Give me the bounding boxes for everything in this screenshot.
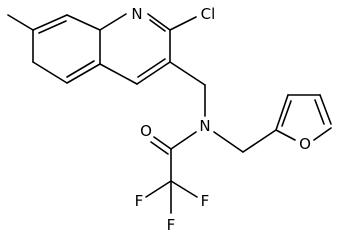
fluorine-bottom-label: F: [167, 216, 176, 234]
carbonyl-oxygen-label: O: [140, 122, 152, 140]
amide-nitrogen-label: N: [199, 117, 210, 135]
fluorine-right-label: F: [201, 192, 210, 210]
bond-lines: [7, 13, 332, 214]
furan-oxygen-label: O: [299, 135, 311, 153]
fluorine-left-label: F: [135, 192, 144, 210]
ring-nitrogen-label: N: [131, 5, 142, 23]
chlorine-label: Cl: [201, 5, 216, 23]
atom-labels: N Cl N O O F F F: [131, 5, 311, 234]
